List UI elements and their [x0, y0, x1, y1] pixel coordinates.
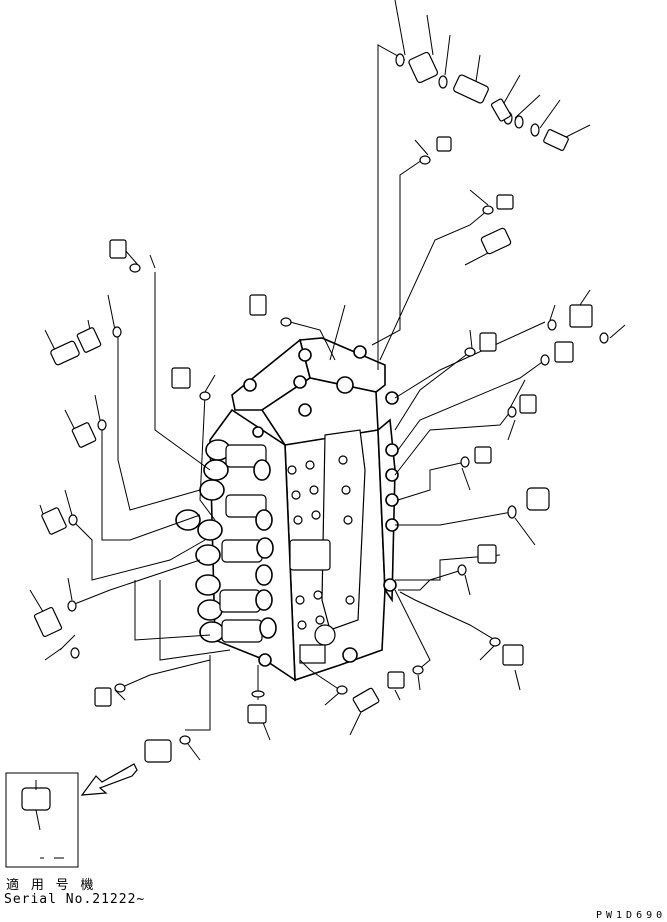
leader-lines [29, 0, 626, 761]
drawing-code: PW1D690 [596, 910, 667, 921]
spool-caps [175, 439, 277, 643]
inset-arrow [80, 763, 138, 796]
applicability-label: 適 用 号 機 [6, 878, 96, 893]
top-block-plugs [243, 345, 367, 438]
control-valve-body [175, 337, 399, 682]
fittings [33, 51, 609, 763]
serial-number-label: Serial No.21222~ [4, 892, 146, 907]
inset-box [5, 772, 79, 868]
front-face-ports [287, 455, 355, 664]
right-side-plugs [258, 391, 399, 667]
